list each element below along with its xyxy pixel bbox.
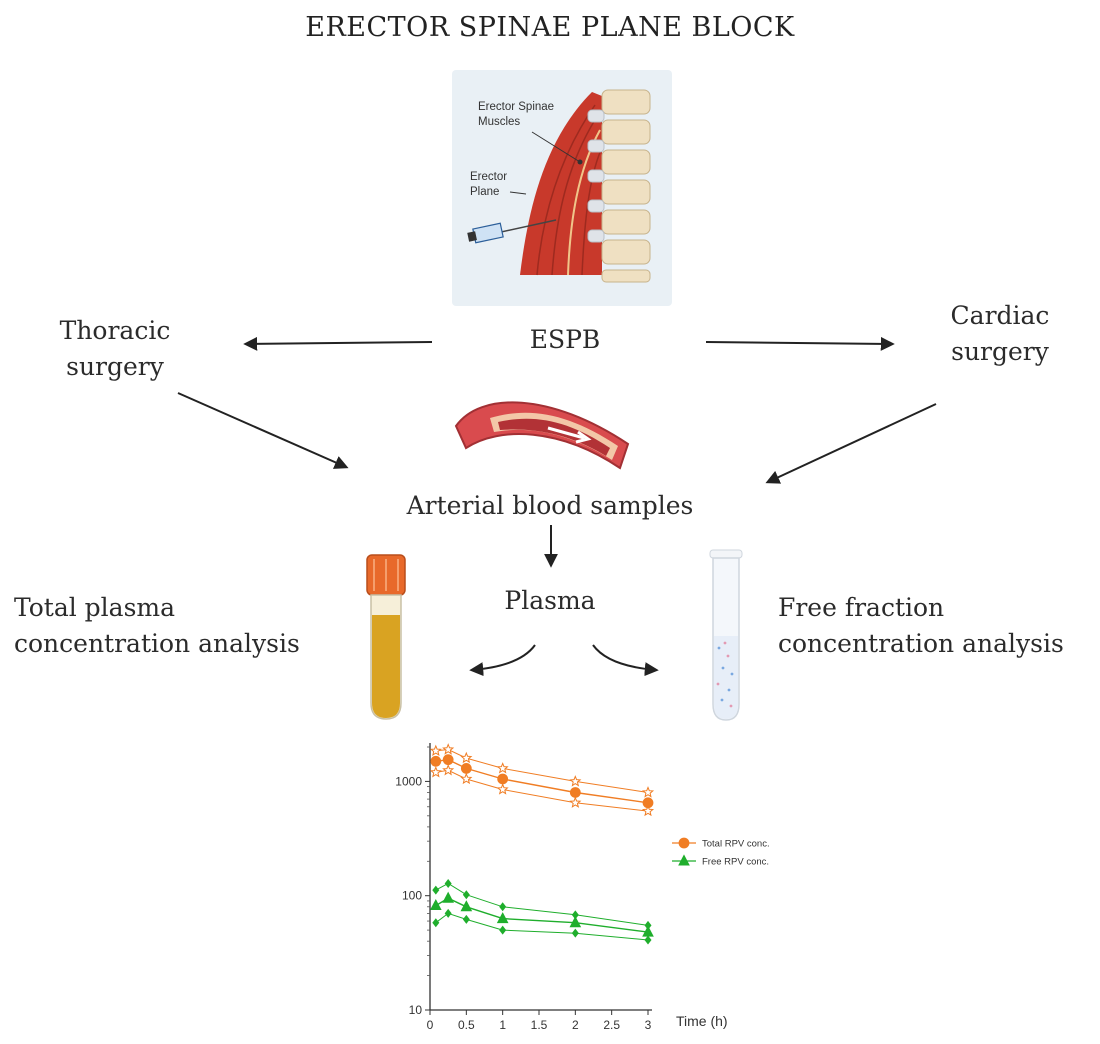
free-lower-point: [462, 914, 470, 924]
free-data-point: [442, 891, 454, 903]
legend-label: Total RPV conc.: [702, 839, 770, 850]
svg-text:Plane: Plane: [470, 186, 499, 198]
x-tick-label: 2: [572, 1018, 579, 1032]
arrow-espb-to-thoracic: [243, 336, 433, 351]
svg-text:Erector Spinae: Erector Spinae: [478, 101, 554, 113]
plasma-tube-icon: [364, 553, 408, 723]
total-data-point: [430, 755, 442, 767]
total-line2: concentration analysis: [14, 629, 300, 658]
free-upper-point: [432, 885, 440, 895]
total-upper-point: [496, 762, 509, 774]
total-data-point: [642, 797, 654, 809]
total-upper-point: [569, 775, 582, 787]
total-upper-point: [429, 744, 442, 756]
free-data-point: [429, 898, 442, 911]
thoracic-line2: surgery: [66, 352, 164, 381]
espb-label: ESPB: [529, 325, 601, 354]
arrow-plasma-to-free: [592, 644, 659, 677]
total-data-point: [497, 773, 509, 785]
espb-illustration: Erector Spinae Muscles Erector Plane: [452, 70, 672, 306]
free-line2: concentration analysis: [778, 629, 1064, 658]
x-tick-label: 1.5: [531, 1018, 548, 1032]
free-upper-point: [499, 902, 507, 912]
free-lower-point: [499, 925, 507, 935]
x-tick-label: 1: [499, 1018, 506, 1032]
free-data-point: [642, 925, 654, 937]
free-fraction-label: Free fraction concentration analysis: [778, 590, 1093, 662]
total-upper-point: [460, 751, 473, 764]
blood-vessel-icon: [450, 392, 635, 482]
free-upper-point: [644, 920, 652, 930]
total-lower-point: [429, 766, 442, 778]
syringe-icon: [467, 219, 557, 244]
free-upper-point: [571, 910, 579, 920]
svg-text:Muscles: Muscles: [478, 116, 520, 128]
free-lower-point: [571, 928, 579, 938]
vertebral-column: [601, 89, 651, 283]
thoracic-surgery-label: Thoracic surgery: [40, 313, 190, 385]
free-data-point: [569, 916, 582, 928]
y-tick-label: 10: [409, 1003, 423, 1017]
arrow-cardiac-to-samples: [765, 403, 937, 484]
free-lower-point: [432, 918, 440, 928]
legend-marker: [678, 854, 690, 866]
free-data-point: [460, 900, 473, 912]
total-upper-point: [641, 786, 655, 798]
x-tick-label: 0: [427, 1018, 434, 1032]
free-lower-point: [444, 908, 452, 918]
erector-spinae-muscle: [520, 92, 602, 275]
x-tick-label: 2.5: [603, 1018, 620, 1032]
free-upper-point: [444, 878, 452, 888]
free-fraction-tube-icon: [708, 548, 744, 724]
plasma-label: Plasma: [504, 586, 596, 615]
cardiac-line2: surgery: [951, 337, 1049, 366]
free-data-point: [496, 912, 509, 924]
total-lower-point: [460, 772, 473, 785]
free-line1: Free fraction: [778, 593, 945, 622]
cardiac-line1: Cardiac: [950, 301, 1050, 330]
svg-text:Erector: Erector: [470, 171, 507, 183]
thoracic-line1: Thoracic: [59, 316, 171, 345]
y-tick-label: 100: [402, 889, 422, 903]
x-tick-label: 0.5: [458, 1018, 475, 1032]
x-axis-label: Time (h): [676, 1013, 728, 1029]
x-tick-label: 3: [645, 1018, 652, 1032]
arrow-thoracic-to-samples: [177, 392, 349, 469]
legend-label: Free RPV conc.: [702, 857, 769, 868]
legend-marker: [678, 837, 690, 849]
arterial-samples-label: Arterial blood samples: [406, 491, 694, 520]
total-upper-point: [442, 743, 455, 755]
total-lower-point: [496, 783, 509, 795]
free-lower-point: [644, 935, 652, 945]
total-data-point: [442, 754, 454, 766]
total-lower-point: [442, 763, 455, 776]
free-upper-point: [462, 890, 470, 900]
page-title: ERECTOR SPINAE PLANE BLOCK: [305, 12, 795, 43]
total-data-point: [569, 787, 581, 798]
total-data-point: [460, 762, 472, 774]
total-lower-point: [641, 804, 655, 817]
y-tick-label: 1000: [395, 774, 422, 788]
total-plasma-label: Total plasma concentration analysis: [14, 590, 344, 662]
total-line1: Total plasma: [14, 593, 176, 622]
arrow-plasma-to-total: [469, 644, 536, 677]
arrow-espb-to-cardiac: [705, 336, 895, 351]
concentration-chart: 10 100 1000 0 0.5 1 1.5 2 2.5 3 Time (h) Total RPV …: [395, 743, 770, 1032]
total-lower-point: [569, 796, 582, 808]
cardiac-surgery-label: Cardiac surgery: [925, 298, 1075, 370]
